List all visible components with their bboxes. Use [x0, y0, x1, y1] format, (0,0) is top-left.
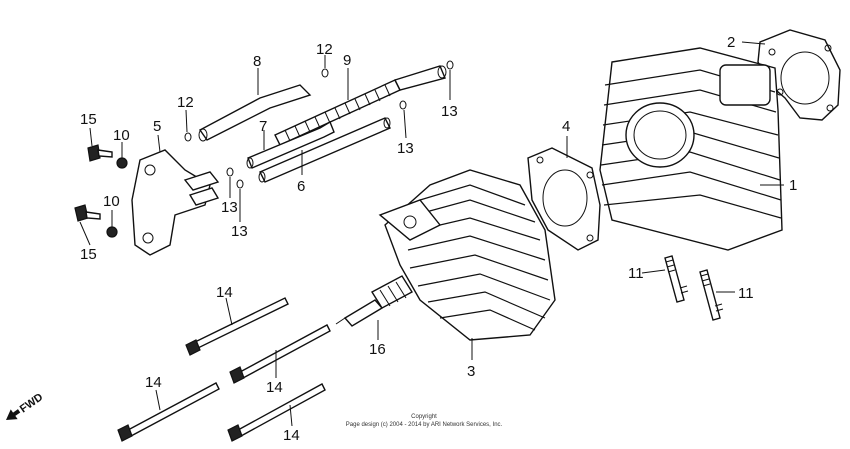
- callout-6: 6: [297, 178, 305, 195]
- callout-12b: 12: [316, 41, 333, 58]
- leader-lines: [79, 41, 784, 427]
- part-14-bolt-c[interactable]: [117, 382, 220, 442]
- copyright-line-2: Page design (c) 2004 - 2014 by ARI Netwo…: [346, 422, 503, 428]
- callout-11a: 11: [628, 265, 644, 282]
- part-7-tube[interactable]: [246, 120, 335, 169]
- part-4-gasket[interactable]: [527, 147, 601, 251]
- fwd-label: FWD: [18, 391, 45, 415]
- callout-10a: 10: [113, 127, 130, 144]
- callout-15b: 15: [80, 246, 97, 263]
- part-11-stud-b[interactable]: [699, 269, 724, 321]
- callout-15a: 15: [80, 111, 97, 128]
- callout-13a: 13: [441, 103, 458, 120]
- part-13-clip-d[interactable]: [236, 179, 244, 189]
- callout-16: 16: [369, 341, 386, 358]
- part-13-clip-a[interactable]: [446, 60, 454, 70]
- part-13-clip-c[interactable]: [226, 167, 234, 177]
- callout-8: 8: [253, 53, 261, 70]
- copyright-line-1: Copyright: [411, 414, 437, 420]
- callout-13c: 13: [221, 199, 238, 216]
- part-12-clip-b[interactable]: [321, 68, 329, 78]
- callout-13b: 13: [397, 140, 414, 157]
- callout-5: 5: [153, 118, 161, 135]
- callout-14d: 14: [283, 427, 300, 444]
- callout-9: 9: [343, 52, 351, 69]
- fwd-indicator: FWD: [6, 391, 45, 420]
- fwd-arrow-icon: [6, 409, 21, 420]
- part-13-clip-b[interactable]: [399, 100, 407, 110]
- part-1-cylinder[interactable]: [599, 47, 783, 251]
- callout-14c: 14: [145, 374, 162, 391]
- callout-labels: 1 2 3 4 5 6 7 8 9 10 10 11 11 12 12 13 1…: [80, 34, 797, 444]
- callout-13d: 13: [231, 223, 248, 240]
- part-14-bolt-a[interactable]: [185, 297, 289, 356]
- part-16-spark-plug[interactable]: [335, 275, 413, 327]
- part-10-washer-b[interactable]: [106, 226, 118, 238]
- part-12-clip-a[interactable]: [184, 132, 192, 142]
- callout-4: 4: [562, 118, 570, 135]
- copyright-notice: Copyright Page design (c) 2004 - 2014 by…: [346, 414, 503, 428]
- callout-3: 3: [467, 363, 475, 380]
- part-14-bolt-d[interactable]: [227, 383, 326, 442]
- part-5-bracket[interactable]: [131, 149, 220, 256]
- callout-2: 2: [727, 34, 735, 51]
- part-3-cylinder-head[interactable]: [378, 169, 556, 341]
- callout-1: 1: [789, 177, 797, 194]
- part-14-bolt-b[interactable]: [229, 324, 331, 384]
- part-11-stud-a[interactable]: [664, 255, 689, 303]
- callout-10b: 10: [103, 193, 120, 210]
- callout-14b: 14: [266, 379, 283, 396]
- part-6-tube[interactable]: [258, 117, 391, 183]
- callout-14a: 14: [216, 284, 233, 301]
- part-8-hose[interactable]: [198, 84, 312, 142]
- callout-7: 7: [259, 118, 267, 135]
- callout-12a: 12: [177, 94, 194, 111]
- part-9-coil-hose[interactable]: [274, 65, 447, 146]
- callout-11b: 11: [738, 285, 754, 302]
- part-10-washer-a[interactable]: [116, 157, 128, 169]
- part-15-bolt-a[interactable]: [87, 144, 113, 162]
- part-15-bolt-b[interactable]: [74, 204, 101, 222]
